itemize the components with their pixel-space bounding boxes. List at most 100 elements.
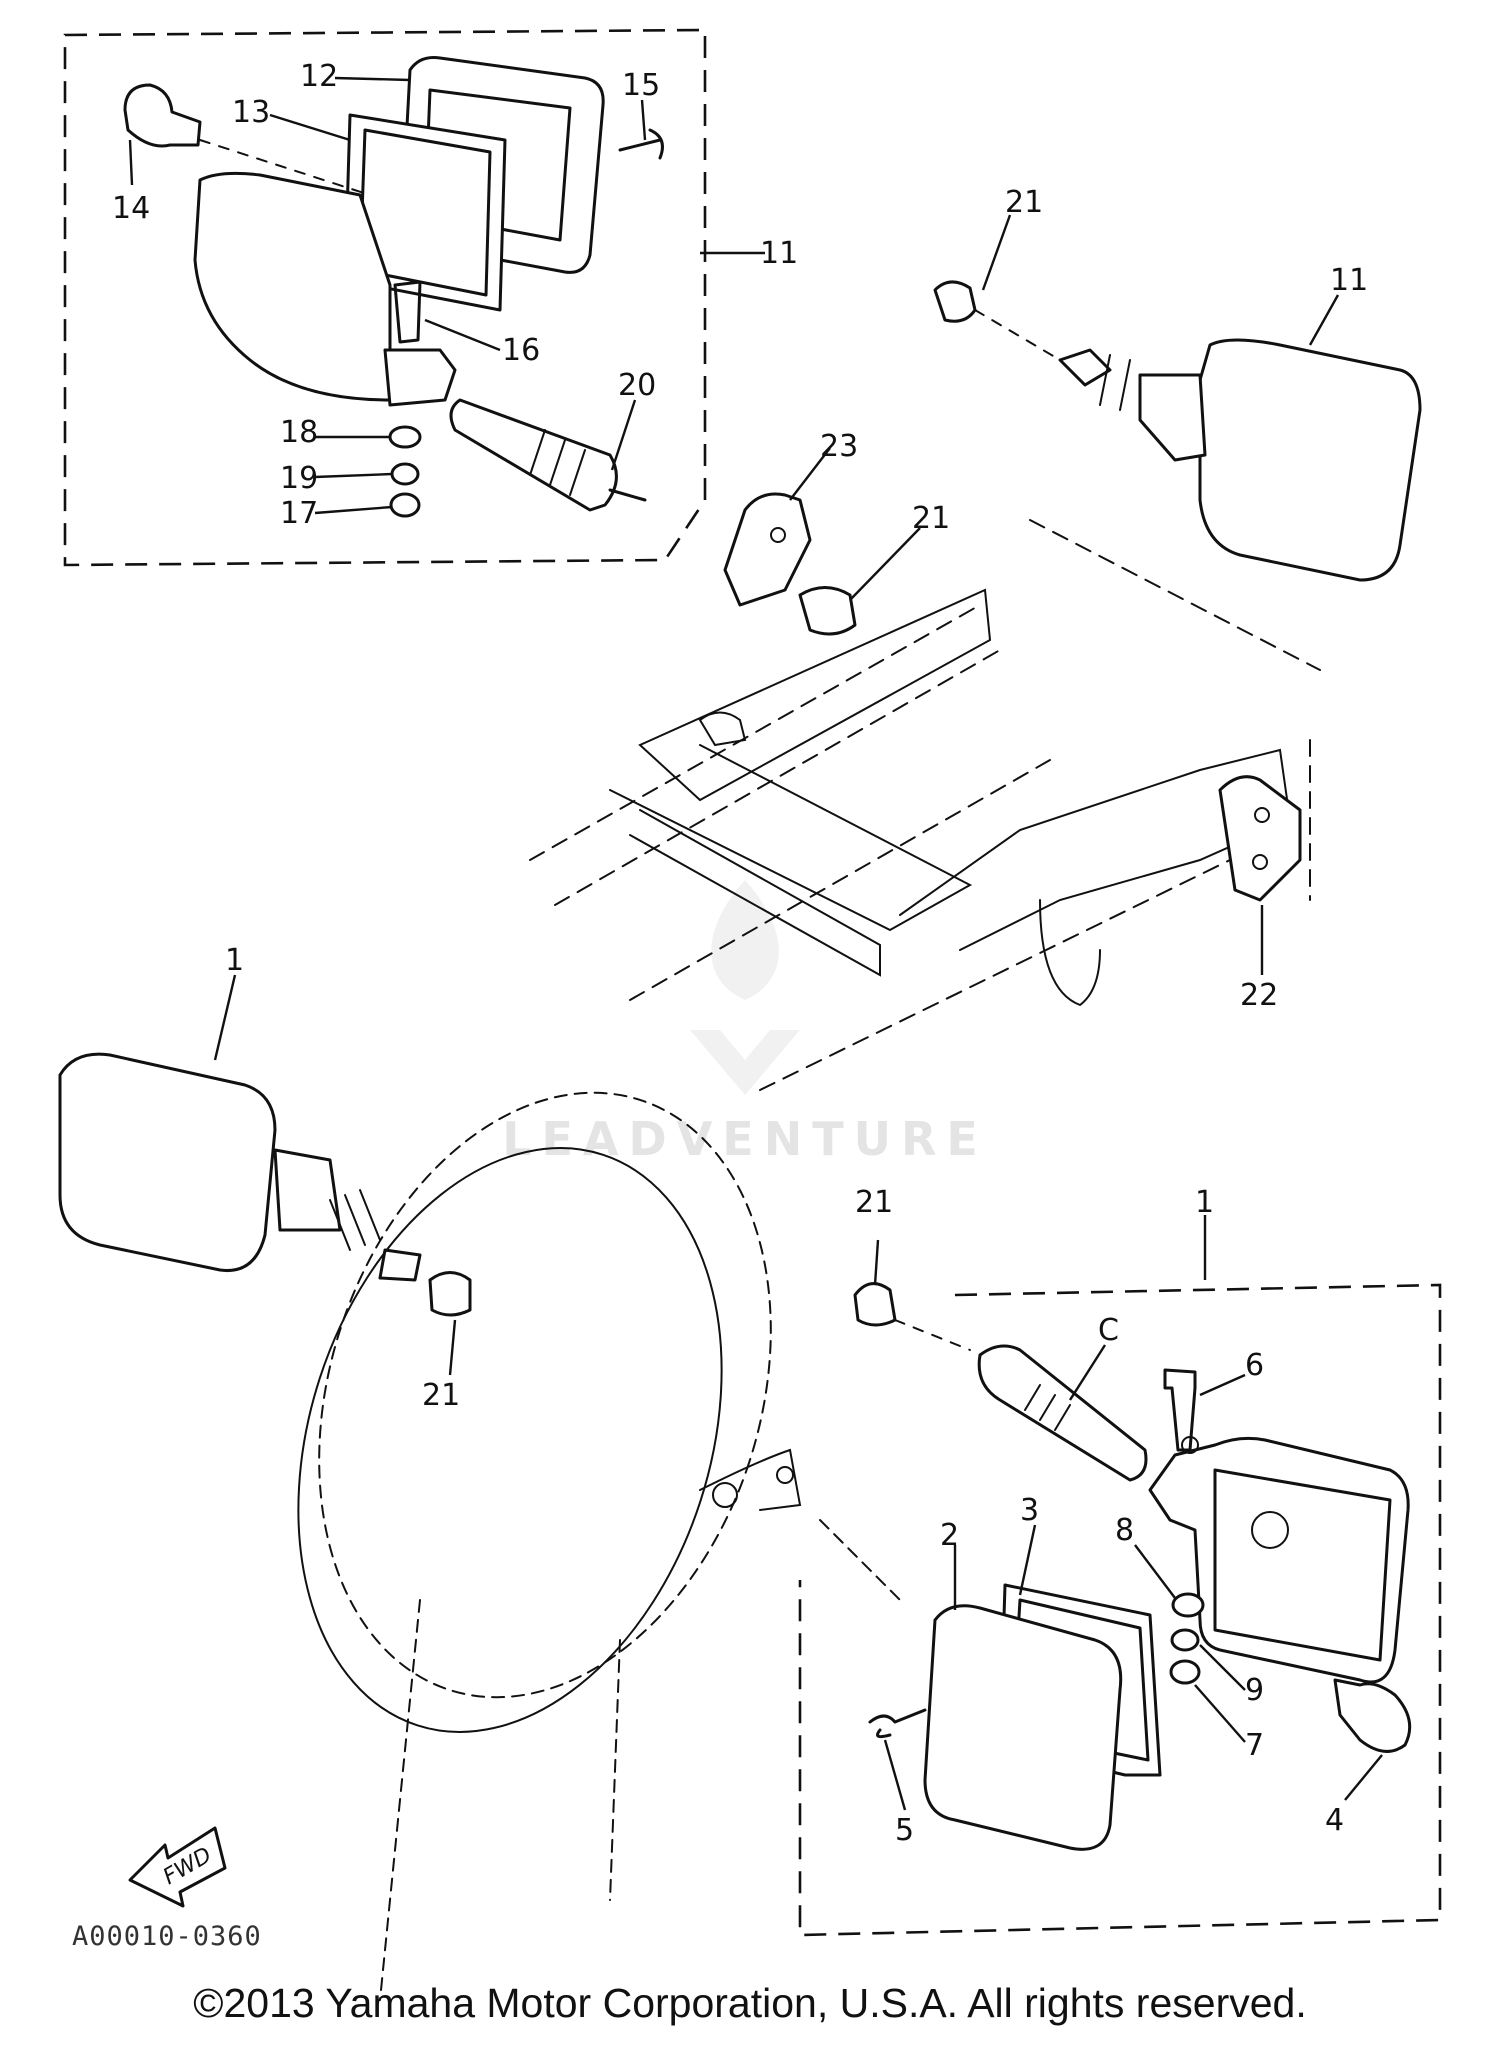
callout-23: 23 — [820, 429, 858, 464]
leader-3 — [1018, 1524, 1037, 1596]
callout-2: 2 — [940, 1518, 959, 1553]
upper-left-assembly-box — [63, 28, 707, 567]
callout-c: C — [1098, 1313, 1119, 1348]
signal-body — [193, 171, 392, 402]
lower-right-assembly-box — [798, 1283, 1442, 1937]
lock-washer — [390, 462, 420, 486]
socket — [1251, 1511, 1289, 1549]
diagram-ref: A00010-0360 — [72, 1921, 262, 1952]
leader-16 — [424, 318, 501, 352]
callout-7: 7 — [1245, 1728, 1264, 1763]
nut-7 — [1169, 1659, 1201, 1685]
nut-21-right — [853, 1282, 897, 1327]
leader-4 — [1344, 1754, 1383, 1801]
leader-21-upper — [981, 214, 1012, 291]
callout-1-left: 1 — [225, 943, 244, 978]
leader-21-right — [873, 1239, 880, 1286]
housing-inner — [1213, 1468, 1392, 1662]
rear-carrier-frame — [529, 519, 1321, 1091]
lens-2 — [923, 1604, 1123, 1851]
callout-1-lower-bracket: 1 — [1195, 1185, 1214, 1220]
callout-22: 22 — [1240, 978, 1278, 1013]
washer — [388, 425, 422, 449]
bolt — [393, 280, 422, 344]
watermark-logo — [690, 880, 800, 1095]
rear-turn-signal — [1198, 338, 1422, 582]
rear-signal-axis — [974, 309, 1061, 361]
callout-5: 5 — [895, 1813, 914, 1848]
callout-16: 16 — [502, 333, 540, 368]
watermark-text: LEADVENTURE — [502, 1112, 988, 1166]
front-signal-bolt — [378, 1248, 422, 1282]
callout-21-upper: 21 — [1005, 185, 1043, 220]
nut-21-mid — [798, 586, 857, 636]
leader-17 — [314, 505, 393, 515]
leader-1-left — [213, 974, 237, 1061]
callout-15: 15 — [622, 68, 660, 103]
rear-signal-threads — [1099, 354, 1131, 411]
leader-8 — [1134, 1544, 1176, 1599]
bulb-axis — [199, 139, 371, 196]
rear-signal-bolt — [1058, 348, 1112, 387]
front-signal-threads — [329, 1189, 381, 1251]
callout-21-right: 21 — [855, 1185, 893, 1220]
forward-arrow-icon — [128, 1826, 227, 1908]
callout-8: 8 — [1115, 1513, 1134, 1548]
plate-bracket — [723, 492, 812, 607]
callout-3: 3 — [1020, 1493, 1039, 1528]
callout-11-bracket: 11 — [760, 236, 798, 271]
leader-21-mid — [849, 527, 921, 601]
headlight-shell — [297, 1091, 901, 2001]
leader-5 — [883, 1739, 907, 1811]
screw — [618, 128, 664, 160]
stem — [449, 398, 618, 512]
front-signal-stem — [273, 1148, 342, 1232]
callout-6: 6 — [1245, 1348, 1264, 1383]
nut-21-left — [428, 1271, 472, 1317]
leader-20 — [610, 399, 637, 471]
stem-bolt — [608, 488, 647, 502]
callout-11: 11 — [1330, 263, 1368, 298]
nut-21-upper — [933, 280, 977, 323]
leader-12 — [334, 76, 411, 82]
leader-c — [1068, 1344, 1107, 1401]
leader-15 — [640, 99, 647, 141]
screw-5 — [868, 1708, 927, 1739]
leader-19 — [314, 472, 393, 479]
bulb — [123, 83, 202, 148]
callout-4: 4 — [1325, 1803, 1344, 1838]
lock-washer-9 — [1170, 1628, 1200, 1652]
callout-12: 12 — [300, 59, 338, 94]
callout-21-mid: 21 — [912, 501, 950, 536]
nut — [389, 492, 421, 518]
leader-23 — [789, 447, 831, 501]
leader-9 — [1199, 1644, 1246, 1691]
washer-8 — [1171, 1592, 1205, 1618]
housing-hole — [1181, 1436, 1199, 1454]
callout-18: 18 — [280, 415, 318, 450]
callout-20: 20 — [618, 368, 656, 403]
copyright-notice: ©2013 Yamaha Motor Corporation, U.S.A. A… — [193, 1980, 1307, 2026]
leader-11 — [1308, 294, 1340, 346]
callout-13: 13 — [232, 95, 270, 130]
stem-c-threads — [1024, 1384, 1071, 1431]
leader-13 — [269, 113, 351, 142]
callout-17: 17 — [280, 496, 318, 531]
callout-21-left: 21 — [422, 1378, 460, 1413]
leader-6 — [1199, 1373, 1246, 1397]
right-stem-axis — [894, 1319, 971, 1351]
plate-hole — [770, 527, 786, 543]
leader-7 — [1194, 1684, 1246, 1743]
stem-threads — [529, 429, 586, 496]
bulb-4 — [1333, 1678, 1412, 1753]
leader-21-left — [448, 1319, 457, 1376]
leader-14 — [128, 139, 134, 186]
mount-bracket — [383, 348, 457, 407]
callout-9: 9 — [1245, 1673, 1264, 1708]
callout-14: 14 — [112, 191, 150, 226]
stem-c — [977, 1344, 1148, 1482]
rear-signal-stem — [1138, 373, 1207, 462]
callout-19: 19 — [280, 461, 318, 496]
front-turn-signal — [58, 1052, 277, 1273]
